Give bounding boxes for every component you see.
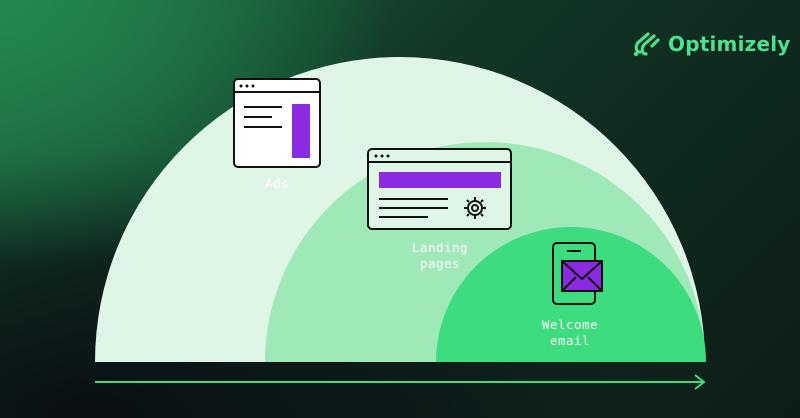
stage-label-line: pages [419,256,461,271]
stage-label-line: email [549,333,591,348]
envelope-icon [561,260,603,292]
gear-icon [464,197,486,219]
stage-label-line: Welcome [541,317,599,332]
optimizely-logo-icon [633,32,660,57]
phone-email-icon [552,242,603,305]
stage-label-ads: Ads [252,176,302,192]
stage-label-landing-pages: Landing pages [400,240,480,272]
brand-name: Optimizely [668,32,791,56]
stage-label-line: Ads [264,176,290,191]
journey-arrow [95,374,706,390]
stage-label-welcome-email: Welcome email [530,317,610,349]
stage-label-line: Landing [411,240,469,255]
browser-ad-icon [233,78,321,168]
inner-arc [436,227,706,362]
optimizely-logo: Optimizely [632,30,791,58]
landing-page-icon [367,148,512,230]
